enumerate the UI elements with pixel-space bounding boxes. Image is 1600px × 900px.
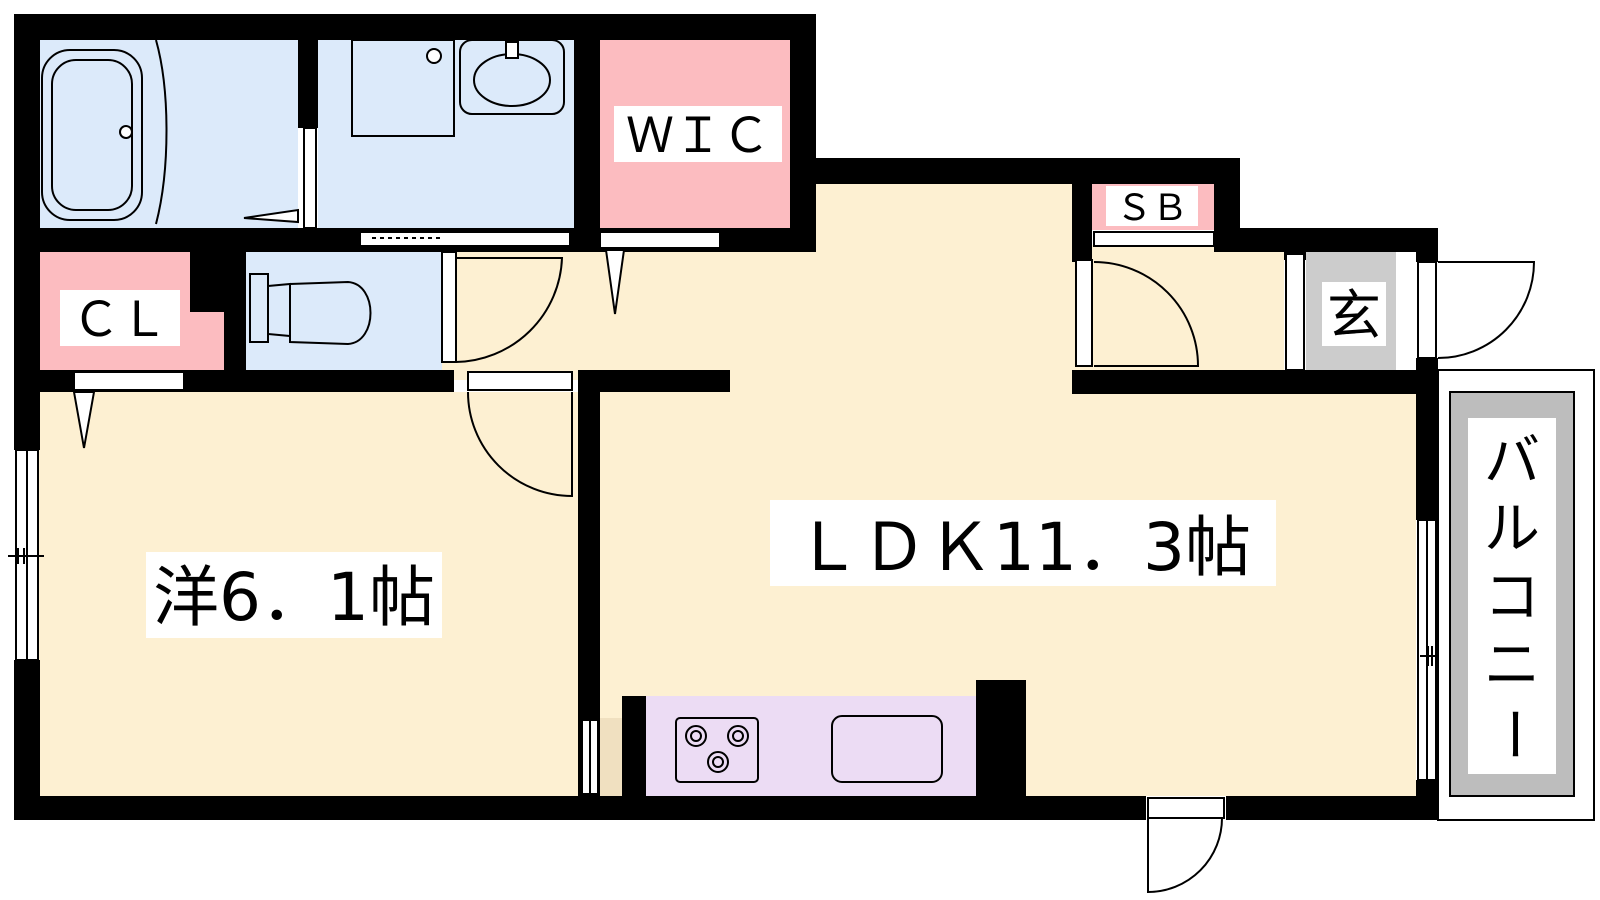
ldk-upper-floor [810,180,1072,380]
wall-bath-divider [298,38,318,128]
wall-right-low [1416,780,1438,820]
wall-corridor-bottom [1072,370,1438,394]
room-labels: ＷＩＣ ＳＢ ＣＬ 玄 ＬＤＫ11．3帖 洋6．1帖 [60,106,1386,638]
wall-kitchen-end [976,680,1026,800]
toilet-tank [249,273,269,343]
wall-sb-left [1072,178,1092,262]
wall-western-right [578,370,600,796]
bath-sliding-door [359,231,571,247]
wall-wic-right [790,14,816,252]
genkan-label: 玄 [1327,284,1381,347]
wall-right-mid [1416,358,1438,520]
western-door-swing-icon [467,391,573,498]
bath-door-wedge [243,208,299,224]
doors [8,127,1536,894]
balcony-label-2: ル [1484,497,1540,562]
wall-bottom-right [1226,796,1438,820]
kitchen-fixtures [675,715,943,783]
wall-ldk-top [790,158,1240,184]
toilet-icon [267,282,291,338]
wall-corridor-left [1072,370,1094,394]
wall-bottom [14,796,1146,820]
fixtures [41,39,565,346]
wall-right-upper [1416,228,1438,262]
ldk-label: ＬＤＫ11．3帖 [795,509,1251,586]
sink-icon [831,715,943,783]
balcony-label-4: ニ [1484,633,1540,698]
fridge-space [598,718,622,796]
cl-floor-ext [190,312,224,370]
balcony-inner [1468,418,1556,774]
bottom-door-swing-icon [1147,817,1223,894]
wall-cl-top-right [224,252,246,392]
cl-door-wedge [72,391,96,449]
balcony-label-1: バ [1484,429,1540,494]
toilet-door-swing-icon [455,257,564,363]
balcony-label-5: ー [1480,706,1545,762]
sb-label: ＳＢ [1116,188,1188,229]
cl-label: ＣＬ [72,292,168,348]
wall-kitchen-left [622,696,646,796]
wic-door-wedge [604,249,626,315]
wall-genkan-top [1214,228,1438,252]
corridor-floor [1072,245,1284,373]
wic-label: ＷＩＣ [626,108,770,164]
wall-wash-right [574,38,600,252]
wall-ldk-stub [578,370,730,392]
balcony: バ ル コ ニ ー [1437,369,1595,821]
western-room-label: 洋6．1帖 [153,559,435,636]
balcony-label-3: コ [1484,565,1540,630]
stove-icon [675,717,759,783]
wall-left-lower [14,660,40,820]
corridor-door-swing-icon [1093,261,1200,367]
entrance-door-swing-icon [1437,261,1536,359]
wall-top-left [14,14,814,40]
